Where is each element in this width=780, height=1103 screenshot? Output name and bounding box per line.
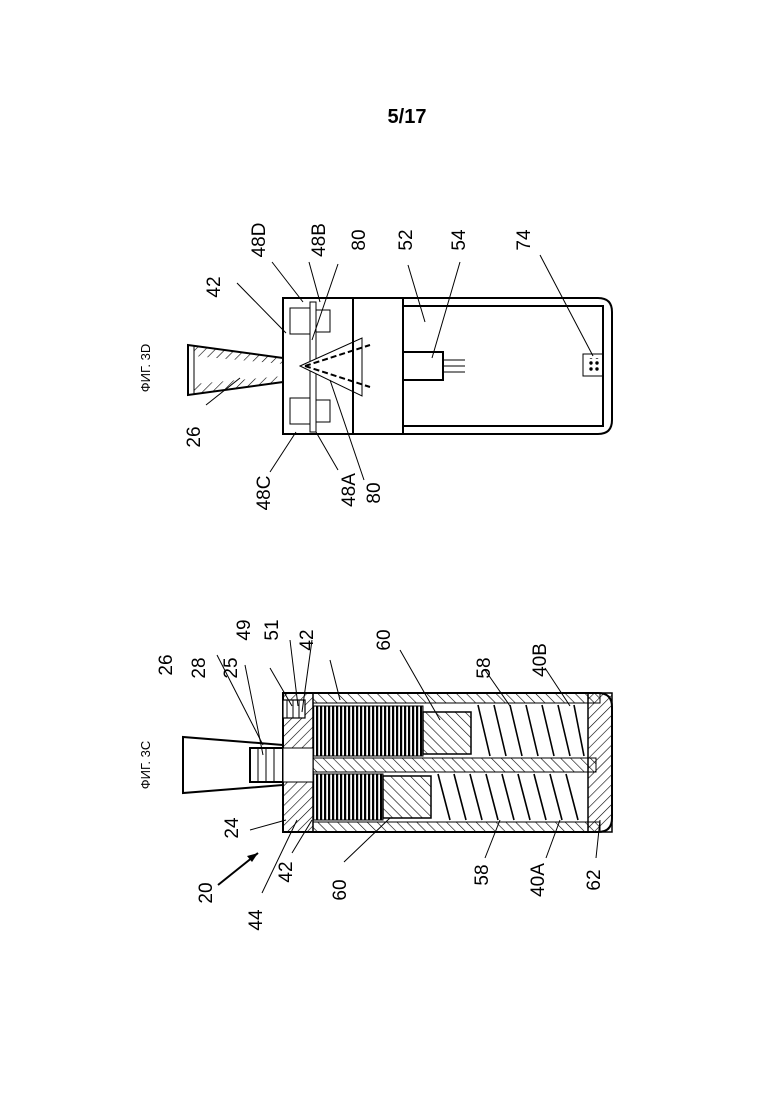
label-40A: 40A bbox=[528, 863, 549, 897]
label-58-lower: 58 bbox=[472, 864, 493, 885]
label-26: 26 bbox=[184, 426, 205, 447]
stack-upper bbox=[313, 706, 423, 756]
label-48B: 48B bbox=[309, 223, 330, 257]
spring-lower bbox=[438, 774, 578, 820]
valve-49 bbox=[283, 700, 305, 718]
figure-3c: ФИГ. 3C bbox=[138, 619, 612, 930]
label-28: 28 bbox=[189, 657, 210, 678]
nozzle-26-3c bbox=[183, 737, 283, 793]
label-60-lower: 60 bbox=[330, 879, 351, 900]
label-44: 44 bbox=[246, 909, 267, 931]
label-49: 49 bbox=[234, 619, 255, 640]
label-42: 42 bbox=[204, 276, 225, 297]
label-26: 26 bbox=[156, 654, 177, 675]
nozzle-hatch bbox=[194, 346, 283, 364]
figure-3c-caption: ФИГ. 3C bbox=[138, 741, 153, 790]
label-40B: 40B bbox=[530, 643, 551, 677]
label-42-lower: 42 bbox=[276, 861, 297, 882]
label-48A: 48A bbox=[339, 473, 360, 507]
label-48C: 48C bbox=[254, 476, 275, 511]
label-51: 51 bbox=[262, 619, 283, 640]
label-25: 25 bbox=[221, 657, 242, 678]
spring-upper bbox=[478, 705, 584, 756]
label-80-bottom: 80 bbox=[364, 482, 385, 503]
label-62: 62 bbox=[584, 869, 605, 890]
label-24: 24 bbox=[222, 817, 243, 839]
piston-60-lower bbox=[383, 776, 431, 818]
label-48D: 48D bbox=[249, 223, 270, 258]
label-20: 20 bbox=[196, 882, 217, 903]
label-60-upper: 60 bbox=[374, 629, 395, 650]
label-80-top: 80 bbox=[349, 229, 370, 250]
label-58-upper: 58 bbox=[474, 657, 495, 678]
figure-3d-caption: ФИГ. 3D bbox=[138, 344, 153, 393]
label-42-upper: 42 bbox=[297, 629, 318, 650]
label-54: 54 bbox=[449, 229, 470, 251]
central-divider bbox=[313, 758, 596, 772]
component-54 bbox=[403, 352, 443, 380]
page-number: 5/17 bbox=[388, 106, 427, 128]
figure-3d: ФИГ. 3D bbox=[138, 223, 612, 511]
stack-lower bbox=[313, 774, 383, 820]
piston-60-upper bbox=[423, 712, 471, 754]
label-74: 74 bbox=[514, 229, 535, 251]
label-52: 52 bbox=[396, 229, 417, 250]
